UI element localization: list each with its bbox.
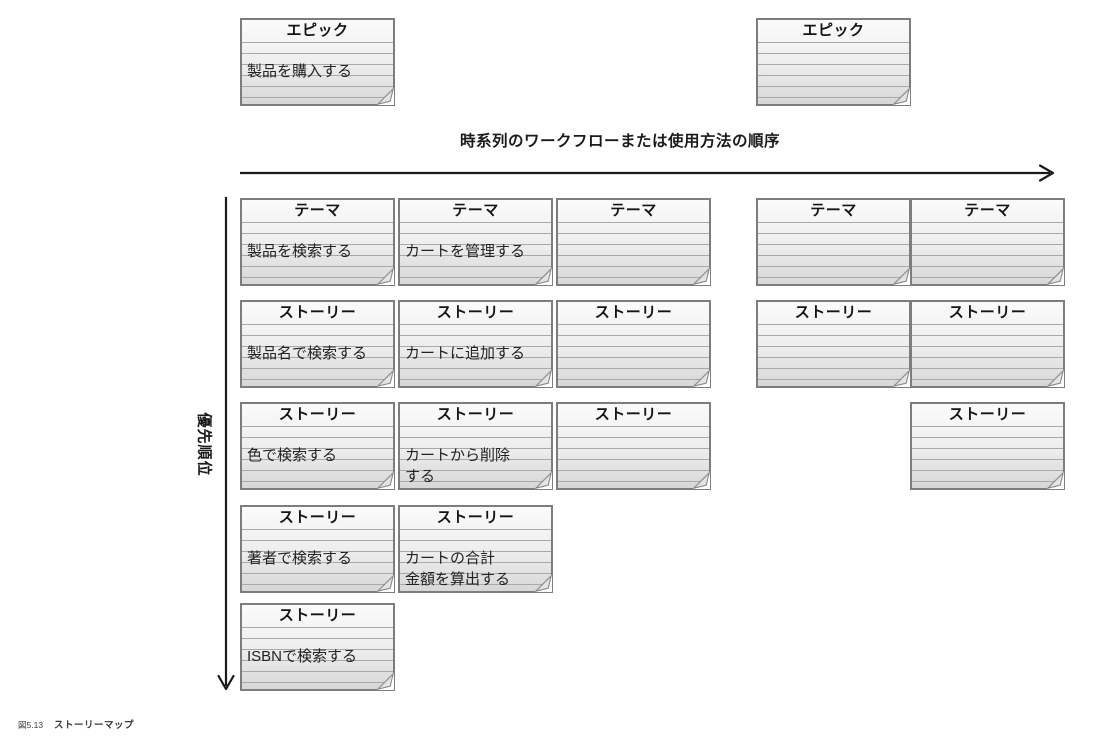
folded-corner-icon <box>1047 472 1064 489</box>
card-body-text: 著者で検索する <box>247 550 353 567</box>
card-ruled-lines <box>558 324 709 386</box>
folded-corner-icon <box>377 472 394 489</box>
card-ruled-lines <box>912 222 1063 284</box>
card-type-label: ストーリー <box>594 304 673 321</box>
card-body-text: 色で検索する <box>247 447 338 464</box>
figure-caption: 図5.13 ストーリーマップ <box>18 717 134 731</box>
folded-corner-icon <box>377 575 394 592</box>
card-epic-purchase-product: エピック 製品を購入する <box>240 18 395 106</box>
card-type-label: ストーリー <box>278 607 357 624</box>
card-ruled-lines <box>242 42 393 104</box>
folded-corner-icon <box>535 472 552 489</box>
card-theme-search-products: テーマ 製品を検索する <box>240 198 395 286</box>
card-type-label: ストーリー <box>436 509 515 526</box>
card-body-text: カートを管理する <box>405 243 526 260</box>
card-ruled-lines <box>242 324 393 386</box>
card-theme-empty-1: テーマ <box>556 198 711 286</box>
time-axis-arrow-icon <box>240 164 1055 182</box>
folded-corner-icon <box>693 472 710 489</box>
card-story-search-by-author: ストーリー 著者で検索する <box>240 505 395 593</box>
card-type-label: ストーリー <box>278 406 357 423</box>
folded-corner-icon <box>1047 370 1064 387</box>
card-ruled-lines <box>558 222 709 284</box>
folded-corner-icon <box>693 370 710 387</box>
folded-corner-icon <box>377 673 394 690</box>
card-story-search-by-isbn: ストーリー ISBNで検索する <box>240 603 395 691</box>
card-type-label: テーマ <box>452 202 499 219</box>
card-body-text: 製品を検索する <box>247 243 353 260</box>
card-story-add-to-cart: ストーリー カートに追加する <box>398 300 553 388</box>
card-ruled-lines <box>758 42 909 104</box>
card-type-label: ストーリー <box>948 304 1027 321</box>
folded-corner-icon <box>535 370 552 387</box>
folded-corner-icon <box>893 88 910 105</box>
card-ruled-lines <box>242 426 393 488</box>
card-epic-empty: エピック <box>756 18 911 106</box>
folded-corner-icon <box>893 370 910 387</box>
card-story-empty-r2c3: ストーリー <box>556 300 711 388</box>
card-type-label: ストーリー <box>436 406 515 423</box>
card-story-empty-r2c4: ストーリー <box>756 300 911 388</box>
figure-caption-title: ストーリーマップ <box>54 720 135 731</box>
card-type-label: テーマ <box>810 202 857 219</box>
card-story-remove-from-cart: ストーリー カートから削除 する <box>398 402 553 490</box>
priority-axis-label: 優先順位 <box>195 412 213 477</box>
card-ruled-lines <box>242 529 393 591</box>
card-story-search-by-color: ストーリー 色で検索する <box>240 402 395 490</box>
card-body-text: 製品名で検索する <box>247 345 368 362</box>
folded-corner-icon <box>377 370 394 387</box>
card-type-label: ストーリー <box>594 406 673 423</box>
card-ruled-lines <box>400 222 551 284</box>
card-ruled-lines <box>912 426 1063 488</box>
card-type-label: エピック <box>802 22 865 39</box>
folded-corner-icon <box>535 268 552 285</box>
folded-corner-icon <box>893 268 910 285</box>
folded-corner-icon <box>377 88 394 105</box>
card-type-label: テーマ <box>964 202 1011 219</box>
card-type-label: ストーリー <box>278 509 357 526</box>
figure-caption-number: 図5.13 <box>18 720 44 730</box>
folded-corner-icon <box>377 268 394 285</box>
card-theme-empty-2: テーマ <box>756 198 911 286</box>
card-type-label: エピック <box>286 22 349 39</box>
card-body-text: ISBNで検索する <box>247 648 358 665</box>
folded-corner-icon <box>535 575 552 592</box>
card-body-text: カートから削除 する <box>405 447 511 485</box>
card-story-search-by-product-name: ストーリー 製品名で検索する <box>240 300 395 388</box>
priority-axis-arrow-icon <box>217 197 235 691</box>
card-ruled-lines <box>400 324 551 386</box>
card-ruled-lines <box>912 324 1063 386</box>
card-story-empty-r3c3: ストーリー <box>556 402 711 490</box>
card-ruled-lines <box>758 222 909 284</box>
card-type-label: ストーリー <box>278 304 357 321</box>
card-ruled-lines <box>558 426 709 488</box>
card-body-text: 製品を購入する <box>247 63 353 80</box>
card-ruled-lines <box>242 627 393 689</box>
card-story-empty-r3c5: ストーリー <box>910 402 1065 490</box>
card-body-text: カートの合計 金額を算出する <box>405 550 511 588</box>
card-ruled-lines <box>400 529 551 591</box>
card-theme-empty-3: テーマ <box>910 198 1065 286</box>
card-ruled-lines <box>400 426 551 488</box>
card-type-label: テーマ <box>610 202 657 219</box>
card-type-label: ストーリー <box>794 304 873 321</box>
folded-corner-icon <box>693 268 710 285</box>
card-story-empty-r2c5: ストーリー <box>910 300 1065 388</box>
folded-corner-icon <box>1047 268 1064 285</box>
card-type-label: テーマ <box>294 202 341 219</box>
card-ruled-lines <box>758 324 909 386</box>
card-body-text: カートに追加する <box>405 345 526 362</box>
time-axis-label: 時系列のワークフローまたは使用方法の順序 <box>459 133 780 150</box>
card-theme-manage-cart: テーマ カートを管理する <box>398 198 553 286</box>
card-type-label: ストーリー <box>436 304 515 321</box>
card-type-label: ストーリー <box>948 406 1027 423</box>
card-story-calc-cart-total: ストーリー カートの合計 金額を算出する <box>398 505 553 593</box>
card-ruled-lines <box>242 222 393 284</box>
